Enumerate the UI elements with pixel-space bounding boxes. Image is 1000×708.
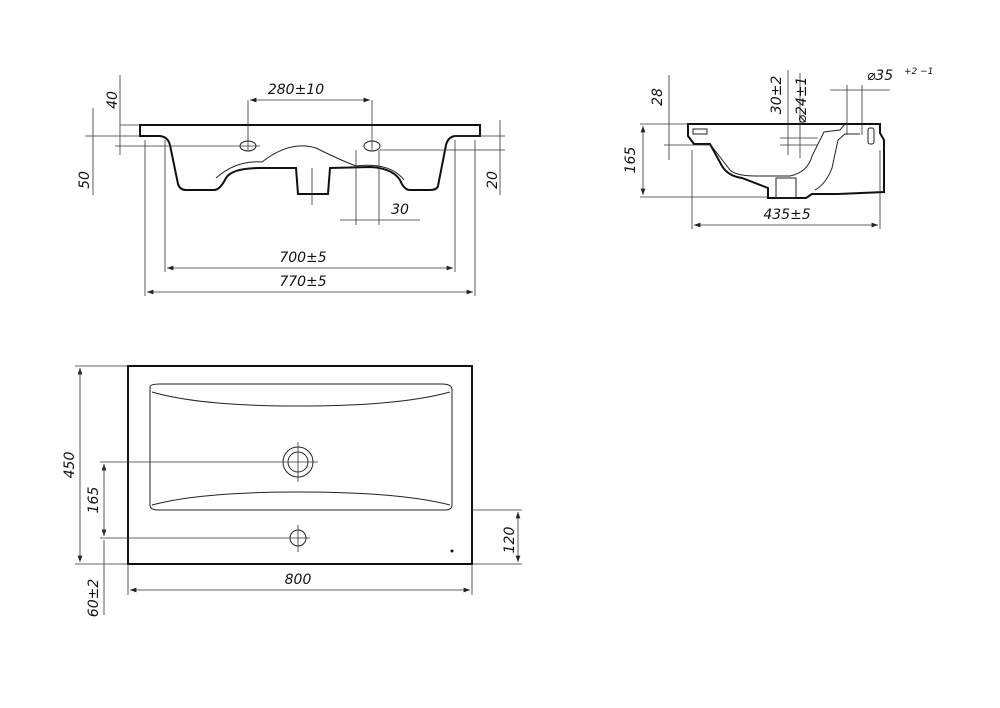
side-dim-165: 165: [623, 147, 639, 174]
dim-280: 280±10: [268, 82, 324, 98]
dim-20: 20: [485, 171, 501, 189]
side-view: 28 30±2 ⌀24±1 ⌀35 +2 −1 165 435±5: [623, 67, 933, 229]
front-view-basin-line: [215, 145, 405, 181]
side-dim-35-tolerance: +2 −1: [904, 67, 933, 77]
dim-30: 30: [391, 202, 409, 218]
side-dim-30: 30±2: [769, 76, 785, 115]
top-view-outline: [127, 365, 473, 565]
dim-40: 40: [105, 91, 121, 109]
top-view: 450 165 120 800 60±2: [62, 365, 522, 618]
side-dim-28: 28: [650, 88, 666, 106]
top-dim-120: 120: [502, 527, 518, 554]
side-dim-24: ⌀24±1: [794, 77, 810, 124]
top-dim-60: 60±2: [86, 579, 102, 618]
side-view-outline: [687, 123, 885, 199]
dim-770: 770±5: [279, 274, 326, 290]
dim-700: 700±5: [279, 250, 326, 266]
front-view-outline: [139, 124, 481, 195]
top-dim-450: 450: [62, 452, 78, 479]
front-view: 280±10 40 50 20 30 700±5 770±5: [77, 75, 505, 296]
basin-outline: [149, 383, 453, 511]
side-dim-435: 435±5: [763, 207, 810, 223]
side-dim-35: ⌀35: [867, 68, 893, 84]
top-dim-800: 800: [285, 572, 312, 588]
top-dim-165: 165: [86, 487, 102, 514]
dim-50: 50: [77, 171, 93, 189]
